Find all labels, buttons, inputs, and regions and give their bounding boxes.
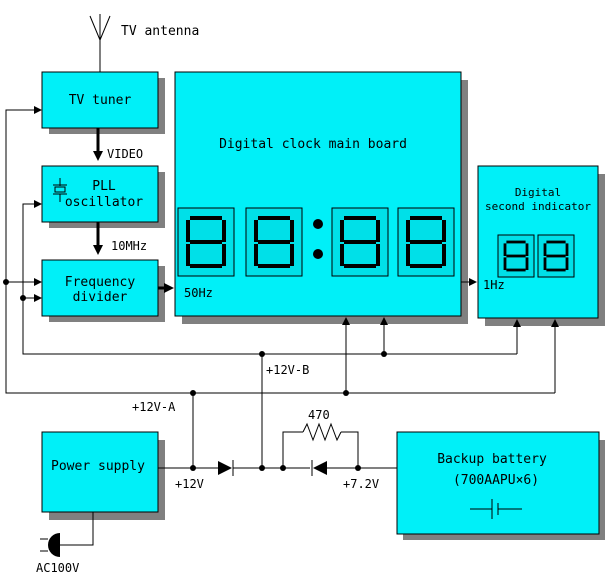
digit-segment: [506, 268, 526, 272]
digit-segment: [503, 257, 507, 270]
ac-plug-icon: [40, 533, 60, 557]
tv-tuner-label: TV tuner: [69, 93, 132, 108]
digit-segment: [406, 244, 410, 266]
digit-segment: [546, 268, 566, 272]
rail-7v2-label: +7.2V: [343, 477, 379, 491]
pll-oscillator-block: PLL oscillator: [41, 165, 159, 223]
rail-12v-label: +12V: [175, 477, 204, 491]
pll-label: PLL: [92, 179, 116, 194]
digit-segment: [258, 216, 290, 220]
antenna-icon: [89, 14, 111, 72]
digit-segment: [258, 264, 290, 268]
digit-segment: [543, 243, 547, 256]
video-label: VIDEO: [107, 147, 143, 161]
second-indicator-title: Digital: [515, 186, 561, 199]
digit-segment: [525, 243, 529, 256]
digit-segment: [410, 216, 442, 220]
digit-segment: [406, 220, 410, 242]
digit-segment: [546, 240, 566, 244]
backup-battery-label: Backup battery: [437, 452, 547, 467]
second-indicator-block: Digital second indicator 1Hz: [477, 165, 599, 319]
main-seven-segment-display: [177, 207, 455, 277]
digit-segment: [340, 220, 344, 242]
digit-segment: [565, 243, 569, 256]
frequency-label: Frequency: [65, 275, 136, 290]
digit-segment: [254, 244, 258, 266]
digit-segment: [376, 220, 380, 242]
digit-segment: [543, 257, 547, 270]
backup-battery-spec: (700AAPU×6): [453, 473, 539, 488]
digit-segment: [190, 240, 222, 244]
colon-dot-top: [313, 219, 323, 229]
ac100v-label: AC100V: [36, 561, 79, 575]
digit-segment: [222, 244, 226, 266]
diode-icon-a: [218, 460, 234, 476]
rail-12v-a-label: +12V-A: [132, 400, 176, 414]
digit-segment: [344, 264, 376, 268]
main-board-block: Digital clock main board 50Hz: [174, 71, 462, 317]
digit-segment: [344, 240, 376, 244]
1hz-arrow: [461, 278, 477, 286]
digit-segment: [344, 216, 376, 220]
video-arrow: [93, 128, 103, 161]
digit-segment: [290, 220, 294, 242]
crystal-icon: [53, 178, 67, 202]
digit-segment: [525, 257, 529, 270]
digit-segment: [340, 244, 344, 266]
digit-segment: [290, 244, 294, 266]
tv-antenna-label: TV antenna: [121, 24, 199, 39]
digit-segment: [506, 240, 526, 244]
resistor-icon: [302, 422, 342, 442]
10mhz-arrow: [93, 222, 103, 255]
10mhz-label: 10MHz: [111, 239, 147, 253]
power-supply-label: Power supply: [51, 459, 145, 474]
oscillator-label: oscillator: [65, 195, 143, 210]
battery-icon: [470, 499, 522, 519]
50hz-arrow: [158, 283, 174, 293]
resistor-value: 470: [308, 408, 330, 422]
main-board-label: Digital clock main board: [219, 137, 407, 152]
rail-12v-b-label: +12V-B: [266, 363, 309, 377]
digit-segment: [442, 244, 446, 266]
freq-1hz-label: 1Hz: [483, 278, 505, 292]
digit-segment: [258, 240, 290, 244]
digit-segment: [186, 244, 190, 266]
digit-segment: [254, 220, 258, 242]
divider-label: divider: [73, 290, 128, 305]
digit-segment: [222, 220, 226, 242]
colon-dot-bottom: [313, 249, 323, 259]
digit-segment: [410, 240, 442, 244]
digit-segment: [186, 220, 190, 242]
freq-50hz-label: 50Hz: [184, 286, 213, 300]
digit-segment: [503, 243, 507, 256]
digit-segment: [410, 264, 442, 268]
digit-segment: [376, 244, 380, 266]
backup-battery-block: Backup battery (700AAPU×6): [396, 431, 600, 535]
diode-icon-b: [311, 460, 327, 476]
digit-segment: [565, 257, 569, 270]
second-seven-segment-display: [497, 234, 575, 278]
digit-segment: [190, 264, 222, 268]
digit-segment: [506, 254, 526, 258]
digit-segment: [442, 220, 446, 242]
second-indicator-subtitle: second indicator: [485, 200, 591, 213]
digit-segment: [190, 216, 222, 220]
power-supply-block: Power supply: [41, 431, 159, 513]
frequency-divider-block: Frequency divider: [41, 259, 159, 317]
digit-segment: [546, 254, 566, 258]
tv-tuner-block: TV tuner: [41, 71, 159, 129]
